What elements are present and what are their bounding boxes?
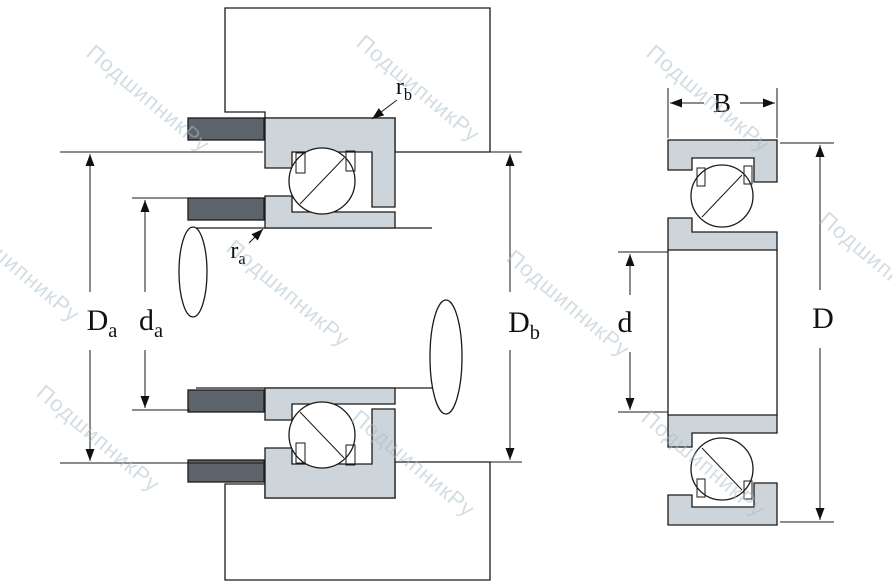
- dimension-da: da: [132, 197, 190, 411]
- label-Db: Db: [508, 306, 540, 344]
- dimension-ra: ra: [230, 228, 264, 268]
- watermark-text: ПодшипникРу: [82, 40, 215, 157]
- watermark-text: ПодшипникРу: [222, 235, 355, 352]
- watermark-text: ПодшипникРу: [502, 245, 635, 362]
- ball-bottom-contact-line: [299, 411, 345, 459]
- outer-ring-bottom: [264, 408, 396, 499]
- watermark-text: ПодшипникРу: [0, 210, 85, 327]
- bearing-top-half-right: [667, 139, 778, 251]
- dimension-rb: rb: [371, 74, 412, 120]
- cage-top-right: [345, 150, 356, 172]
- cage-bottom-left: [295, 442, 306, 464]
- bearing-top-half: [264, 117, 396, 229]
- bearing-bottom-half-right: [667, 414, 778, 526]
- leader-line: [248, 228, 264, 244]
- spacer-block-inner-top: [187, 197, 265, 221]
- label-rb: rb: [396, 74, 412, 104]
- cage-bottom-right-a: [696, 478, 706, 498]
- outer-ring-bottom-right: [667, 482, 778, 526]
- inner-ring-top-right: [667, 217, 778, 251]
- shaft-end-curve-left: [178, 226, 208, 318]
- outer-ring-top-right: [667, 139, 778, 183]
- label-Da: Da: [87, 304, 118, 342]
- outer-ring-top: [264, 117, 396, 208]
- label-d: d: [618, 306, 633, 339]
- cage-top-right-a: [696, 167, 706, 187]
- inner-ring-bottom-right: [667, 414, 778, 448]
- cage-top-right-b: [743, 165, 753, 185]
- bearing-bottom-half: [264, 387, 396, 499]
- label-da: da: [139, 304, 163, 342]
- spacer-block-inner-bottom: [187, 389, 265, 413]
- ball-bottom-right-contact-line: [701, 447, 743, 491]
- left-section-view: [178, 7, 491, 581]
- label-D: D: [812, 302, 834, 335]
- ball-top-contact-line: [299, 157, 345, 205]
- watermark-layer: ПодшипникРу ПодшипникРу ПодшипникРу Подш…: [0, 30, 892, 522]
- dimensions: Da da Db ra rb: [60, 74, 834, 523]
- right-section-view: [667, 139, 778, 526]
- cage-top-left: [295, 152, 306, 174]
- cage-bottom-right: [345, 444, 356, 466]
- dimension-Da: Da: [60, 151, 263, 464]
- shaft-end-curve-right: [429, 299, 463, 415]
- spacer-block-outer-top: [187, 117, 265, 141]
- label-ra: ra: [230, 238, 246, 268]
- dimension-d: d: [618, 251, 668, 413]
- dimension-D: D: [780, 142, 834, 523]
- dimension-Db: Db: [395, 151, 540, 463]
- spacer-block-outer-bottom: [187, 459, 265, 483]
- ball-top-right-contact-line: [701, 174, 743, 218]
- leader-line: [371, 99, 398, 120]
- cage-bottom-right-b: [743, 480, 753, 500]
- dimension-B: B: [667, 88, 778, 138]
- label-B: B: [713, 88, 731, 118]
